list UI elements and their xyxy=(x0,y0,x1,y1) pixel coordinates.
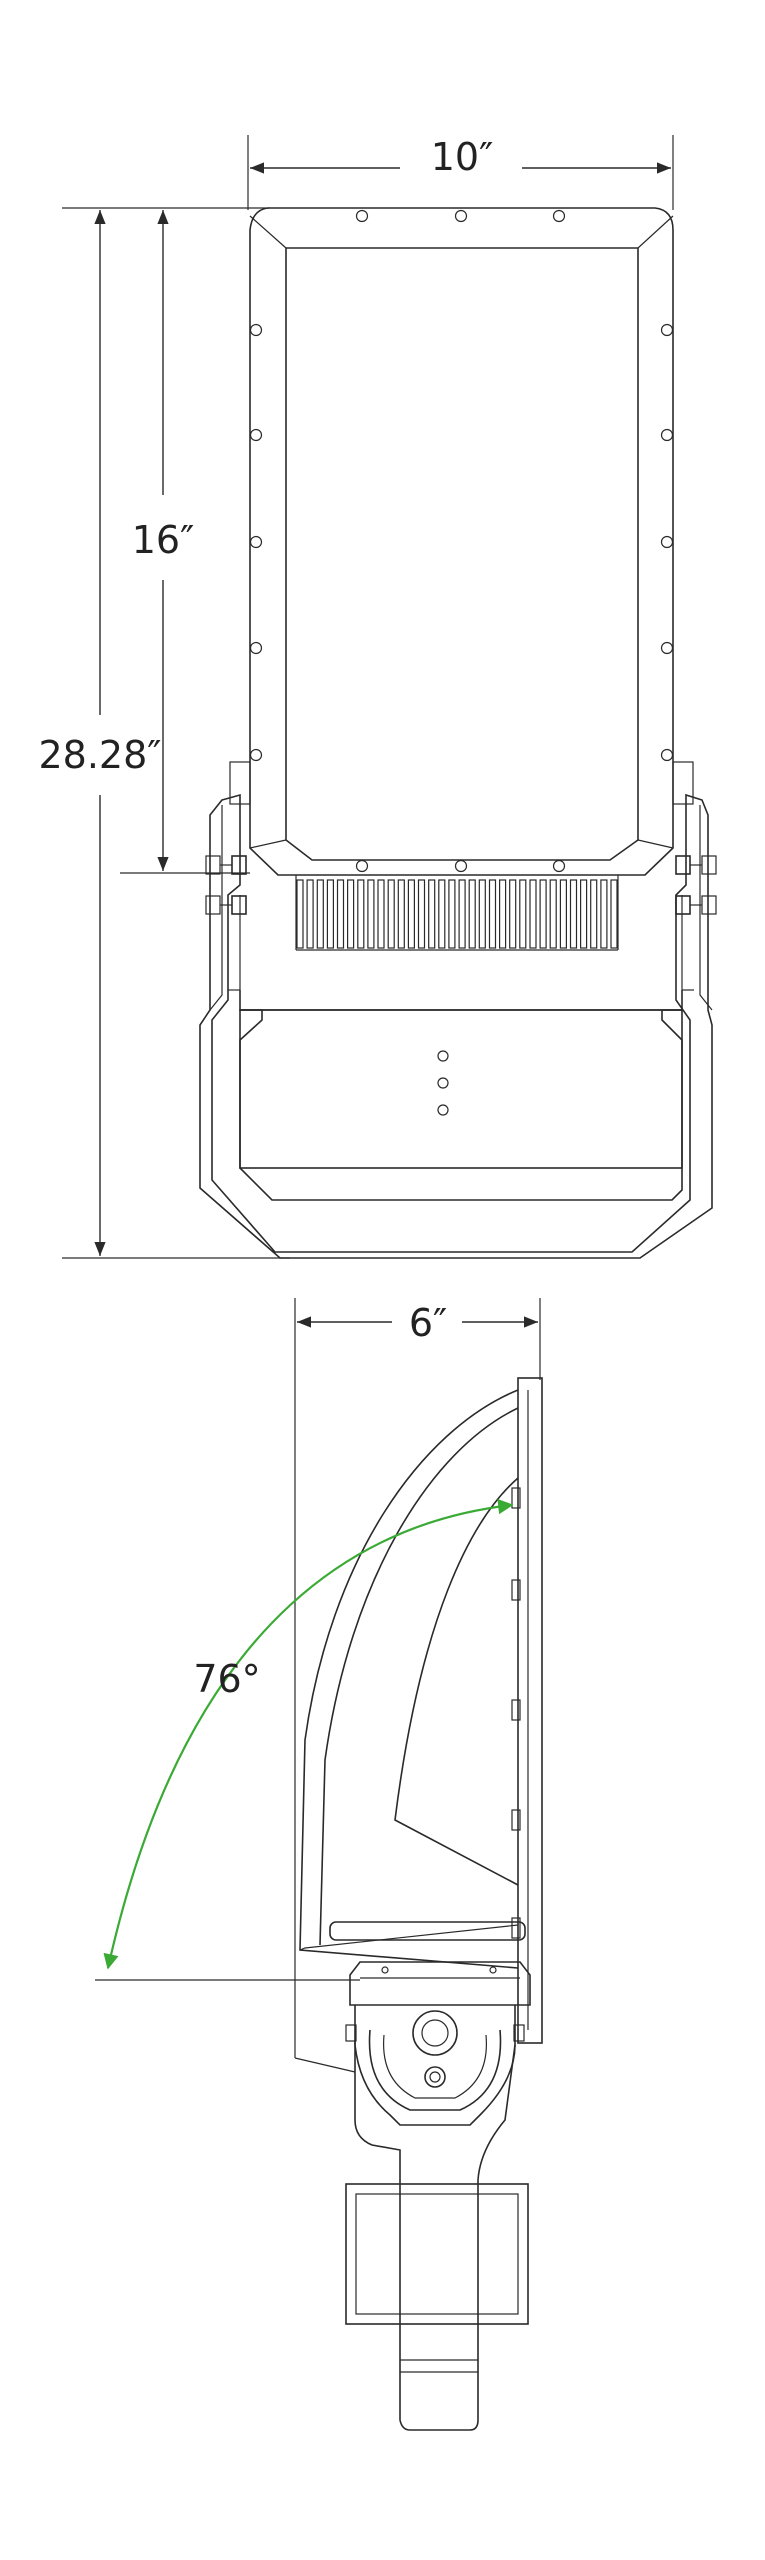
depth-label: 6″ xyxy=(409,1301,447,1345)
front-screws xyxy=(249,209,674,873)
heat-sink-fin xyxy=(306,879,314,949)
heat-sink-fin xyxy=(357,879,365,949)
yoke-bracket xyxy=(199,761,717,1259)
width-label: 10″ xyxy=(431,135,494,179)
heat-sink-fin xyxy=(448,879,456,949)
heat-sink-fin xyxy=(417,879,426,949)
heat-sink-fin xyxy=(296,879,304,949)
front-housing xyxy=(249,207,674,876)
heat-sink-fin xyxy=(488,879,497,949)
heat-sink-fin xyxy=(579,879,588,949)
heat-sink-fin xyxy=(529,879,537,949)
heat-sink-fin xyxy=(569,879,578,949)
side-view: 6″ 76° xyxy=(95,1298,543,2431)
heat-sink-fin xyxy=(549,879,557,949)
heat-sink-fin xyxy=(377,879,385,949)
heat-sink-fin xyxy=(316,879,324,949)
front-view: 10″ 16″ 28.28″ xyxy=(39,135,717,1259)
tilt-angle-arc: 76° xyxy=(103,1498,514,1970)
heat-sink-fin xyxy=(326,879,334,949)
heat-sink-fin xyxy=(610,879,618,949)
overall-height-label: 28.28″ xyxy=(39,733,162,777)
heat-sink-fin xyxy=(468,879,476,949)
heat-sink-fin xyxy=(438,879,446,949)
heat-sink-fin xyxy=(397,879,405,949)
heat-sink-fin xyxy=(600,879,608,949)
heat-sink-fin xyxy=(347,879,355,949)
overall-height-dimension: 28.28″ xyxy=(39,210,162,1256)
heat-sink-fin xyxy=(539,879,547,949)
lens-height-dimension: 16″ xyxy=(132,210,195,871)
tilt-angle-label: 76° xyxy=(193,1657,260,1701)
side-housing xyxy=(299,1389,526,1969)
width-dimension: 10″ xyxy=(247,135,674,210)
heat-sink-fin xyxy=(478,879,486,949)
heat-sink-fin xyxy=(367,879,375,949)
heat-sink-fin xyxy=(387,879,395,949)
heat-sink-fin xyxy=(407,879,415,949)
heat-sink-fin xyxy=(519,879,527,949)
heat-sink-fins xyxy=(296,879,618,949)
side-mount xyxy=(345,1961,531,2431)
lens-height-label: 16″ xyxy=(132,518,195,562)
heat-sink-fin xyxy=(559,879,568,949)
depth-dimension: 6″ xyxy=(294,1298,541,2058)
heat-sink-fin xyxy=(590,879,598,949)
side-faceplate xyxy=(511,1377,543,2044)
heat-sink-fin xyxy=(336,879,345,949)
heat-sink-fin xyxy=(428,879,436,949)
heat-sink-fin xyxy=(499,879,507,949)
heat-sink-fin xyxy=(458,879,466,949)
heat-sink-fin xyxy=(509,879,517,949)
